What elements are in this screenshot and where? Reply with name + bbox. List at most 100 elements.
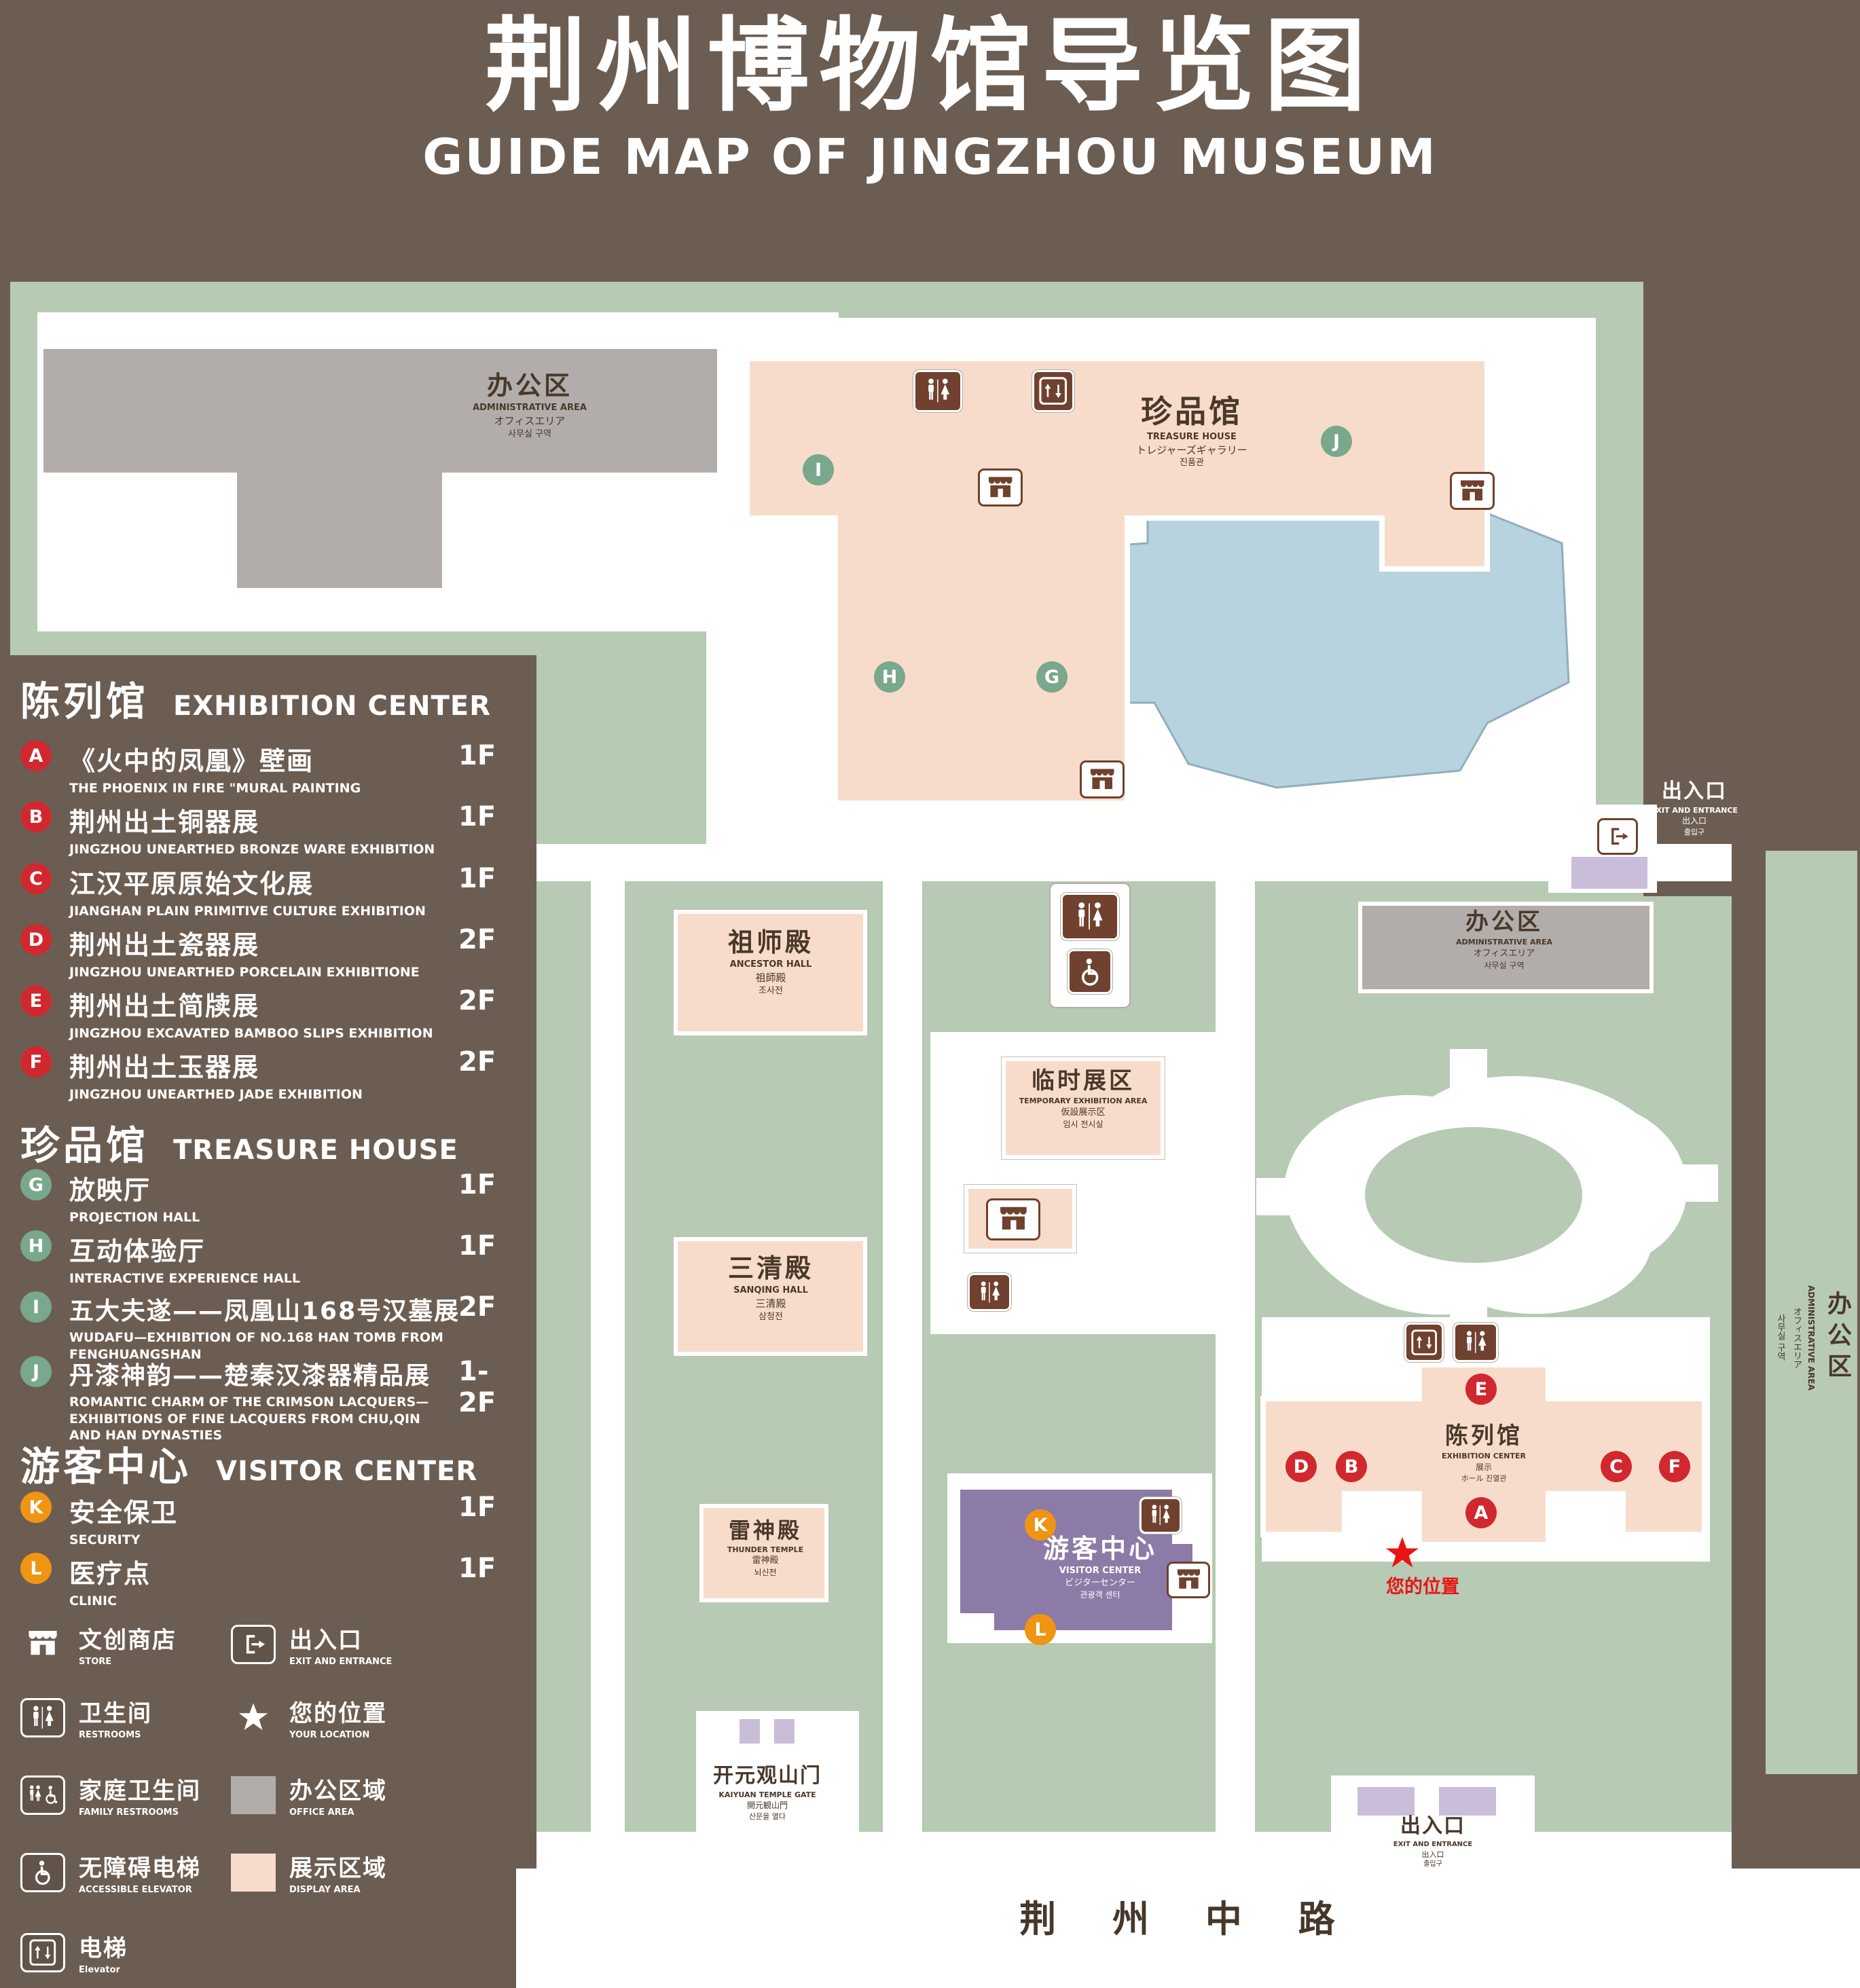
ancestor-hall-building [674, 910, 867, 1035]
legend-marker-d: D [20, 924, 52, 955]
restroom-icon [1453, 1323, 1498, 1362]
admin-strip-label: 办公区 ADMINISTRATIVE AREA オフィスエリア 사무실 구역 [1775, 1285, 1851, 1391]
legend-symbol-elevator: 电梯 Elevator [20, 1930, 128, 1975]
map-marker-a: A [1465, 1497, 1497, 1528]
map-marker-l: L [1025, 1614, 1056, 1645]
map-marker-i: I [803, 454, 834, 485]
legend-marker-f: F [20, 1046, 52, 1078]
path-vertical-center-right [1216, 879, 1255, 1833]
legend-marker-l: L [20, 1553, 52, 1584]
sanqing-hall-label: 三清殿 SANQING HALL 三清殿 삼청전 [727, 1253, 814, 1322]
temple-gate-block-left [737, 1716, 763, 1746]
legend-symbol-display-area: 展示区域 DISPLAY AREA [231, 1849, 387, 1895]
gate-block-bottom-right [1436, 1784, 1499, 1818]
treasure-house-label: 珍品馆 TREASURE HOUSE トレジャーズギャラリー 진품관 [1136, 393, 1247, 468]
visitor-center-label: 游客中心 VISITOR CENTER ビジターセンター 관광객 센터 [1042, 1534, 1157, 1600]
your-location-star-icon [1384, 1536, 1421, 1570]
temporary-exhibition-building [1002, 1057, 1165, 1159]
legend-item-k: K 安全保卫 SECURITY 1F [20, 1492, 503, 1549]
store-icon [1167, 1562, 1210, 1598]
exhibition-center-label: 陈列馆 EXHIBITION CENTER 展示 ホール 진열관 [1441, 1422, 1527, 1483]
legend-item-h: H 互动体验厅 INTERACTIVE EXPERIENCE HALL 1F [20, 1230, 503, 1287]
poster-header: 荆州博物馆导览图 GUIDE MAP OF JINGZHOU MUSEUM [0, 7, 1860, 186]
admin-top-label: 办公区 ADMINISTRATIVE AREA オフィスエリア 사무실 구역 [473, 371, 587, 439]
page-title: 荆州博物馆导览图 [484, 7, 1376, 126]
map-marker-f: F [1659, 1451, 1690, 1482]
legend-symbol-office-area: 办公区域 OFFICE AREA [231, 1772, 387, 1818]
path-vertical-center-left [883, 879, 922, 1833]
elevator-icon [1404, 1323, 1444, 1362]
path-vertical-left [591, 879, 625, 1832]
store-icon [1080, 760, 1125, 798]
accessible-elevator-icon [20, 1852, 65, 1892]
store-icon [1450, 472, 1495, 510]
restroom-icon [20, 1697, 65, 1737]
legend-item-d: D 荆州出土瓷器展 JINGZHOU UNEARTHED PORCELAIN E… [20, 924, 503, 981]
map-marker-d: D [1285, 1451, 1317, 1482]
restroom-icon [1139, 1497, 1182, 1534]
family-restroom-icon [20, 1775, 65, 1815]
admin-right-building [1358, 902, 1654, 993]
legend-item-f: F 荆州出土玉器展 JINGZHOU UNEARTHED JADE EXHIBI… [20, 1046, 503, 1103]
admin-top-building [38, 344, 723, 593]
legend-section-exhibition-center: 陈列馆 EXHIBITION CENTER [20, 678, 492, 724]
legend-marker-h: H [20, 1230, 52, 1262]
legend-symbol-restroom: 卫生间 RESTROOMS [20, 1695, 152, 1740]
path-horizontal-upper [536, 844, 1732, 881]
legend-item-j: J 丹漆神韵——楚秦汉漆器精品展 ROMANTIC CHARM OF THE C… [20, 1356, 503, 1444]
legend-marker-b: B [20, 801, 52, 832]
road-label: 荆 州 中 路 [1019, 1898, 1357, 1940]
elevator-icon [20, 1932, 65, 1972]
legend-marker-g: G [20, 1169, 52, 1200]
legend-marker-e: E [20, 985, 52, 1016]
legend-marker-c: C [20, 863, 52, 894]
legend-symbol-exit: 出入口 EXIT AND ENTRANCE [231, 1621, 392, 1667]
map-marker-h: H [874, 661, 905, 693]
page-subtitle: GUIDE MAP OF JINGZHOU MUSEUM [422, 128, 1438, 185]
your-location-label: 您的位置 [1386, 1577, 1459, 1598]
elevator-icon [1032, 370, 1074, 412]
legend-marker-k: K [20, 1492, 52, 1523]
legend-item-g: G 放映厅 PROJECTION HALL 1F [20, 1169, 503, 1226]
legend-item-a: A 《火中的凤凰》壁画 THE PHOENIX IN FIRE "MURAL P… [20, 740, 503, 797]
gate-block-top-right [1569, 854, 1650, 891]
your-location-star-icon [231, 1698, 276, 1737]
kaiyuan-gate-label: 开元观山门 KAIYUAN TEMPLE GATE 開元観山門 산문을 열다 [713, 1764, 822, 1821]
gate-block-bottom-left [1355, 1784, 1417, 1818]
legend-item-c: C 江汉平原原始文化展 JIANGHAN PLAIN PRIMITIVE CUL… [20, 863, 503, 920]
legend-marker-i: I [20, 1291, 52, 1323]
exit-icon [1597, 818, 1638, 855]
exit-bottom-label: 出入口 EXIT AND ENTRANCE 出入口 출입구 [1393, 1814, 1473, 1869]
sanqing-hall-building [674, 1237, 867, 1356]
legend-item-e: E 荆州出土简牍展 JINGZHOU EXCAVATED BAMBOO SLIP… [20, 985, 503, 1042]
office-area-swatch [231, 1775, 276, 1814]
legend-item-i: I 五大夫遂——凤凰山168号汉墓展 WUDAFU—EXHIBITION OF … [20, 1291, 503, 1363]
admin-right-label: 办公区 ADMINISTRATIVE AREA オフィスエリア 사무실 구역 [1455, 908, 1552, 970]
temporary-exhibition-label: 临时展区 TEMPORARY EXHIBITION AREA 仮設展示区 임시 … [1019, 1067, 1148, 1129]
map-marker-k: K [1025, 1509, 1056, 1541]
lawn-right-strip [1766, 851, 1857, 1774]
map-marker-e: E [1465, 1374, 1497, 1405]
map-marker-j: J [1321, 426, 1352, 457]
legend-section-treasure-house: 珍品馆 TREASURE HOUSE [20, 1122, 458, 1168]
legend-symbol-family-restroom: 家庭卫生间 FAMILY RESTROOMS [20, 1772, 201, 1818]
legend-marker-j: J [20, 1356, 52, 1387]
road-band: 荆 州 中 路 [516, 1869, 1860, 1988]
map-marker-g: G [1036, 661, 1068, 693]
legend-item-b: B 荆州出土铜器展 JINGZHOU UNEARTHED BRONZE WARE… [20, 801, 503, 858]
ancestor-hall-label: 祖师殿 ANCESTOR HALL 祖師殿 조사전 [727, 927, 814, 996]
exit-icon [231, 1624, 276, 1664]
store-icon [986, 1198, 1040, 1240]
map-marker-c: C [1601, 1451, 1632, 1482]
store-icon [978, 468, 1023, 507]
map-marker-b: B [1336, 1451, 1367, 1482]
accessible-elevator-icon [1068, 949, 1112, 994]
legend-item-l: L 医疗点 CLINIC 1F [20, 1553, 503, 1610]
thunder-temple-building [699, 1504, 828, 1602]
exit-top-label: 出入口 EXIT AND ENTRANCE 出入口 출입구 [1650, 779, 1738, 836]
restroom-icon [913, 370, 962, 412]
legend-symbol-accessible-elevator: 无障碍电梯 ACCESSIBLE ELEVATOR [20, 1849, 201, 1895]
garden-paths [1256, 1049, 1718, 1341]
exhibition-center-building [1260, 1362, 1707, 1547]
